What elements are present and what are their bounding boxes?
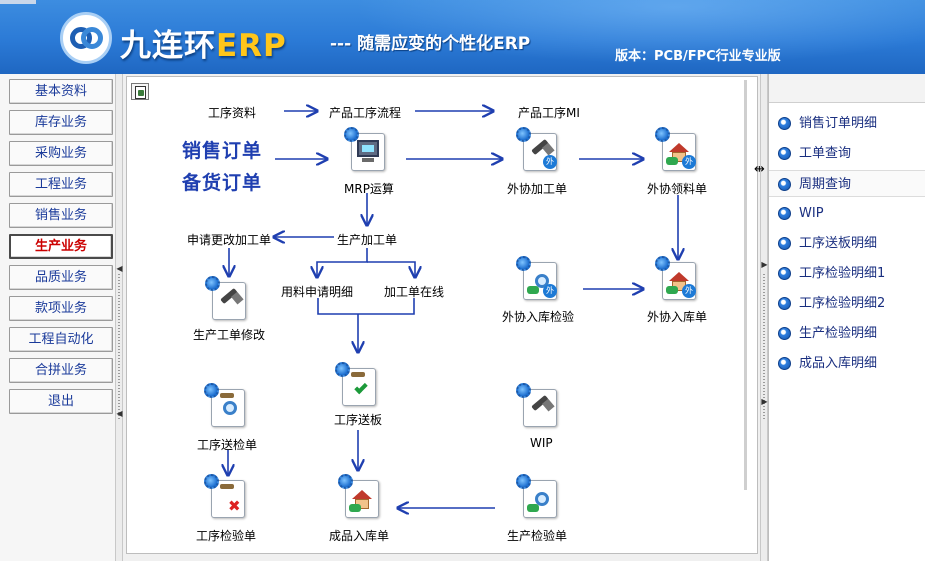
label-stock-order[interactable]: 备货订单 [182, 172, 263, 194]
report-label: 工序送板明细 [799, 236, 878, 251]
process-delivery-icon[interactable] [335, 362, 378, 408]
nav-engineering-automation[interactable]: 工程自动化 [9, 327, 113, 352]
left-splitter[interactable]: ◀ ◀ [115, 74, 123, 561]
report-label: 周期查询 [799, 177, 852, 192]
label-product-process-mi[interactable]: 产品工序MI [518, 106, 580, 120]
report-label: 工序检验明细1 [799, 266, 886, 281]
label-outsourced-warehousing[interactable]: 外协入库单 [647, 310, 708, 324]
slogan: --- 随需应变的个性化ERP [330, 34, 531, 54]
label-production-inspection[interactable]: 生产检验单 [507, 529, 568, 543]
label-process-delivery[interactable]: 工序送板 [334, 413, 383, 427]
label-outsourced-work[interactable]: 外协加工单 [507, 182, 568, 196]
header-banner: 九连环ERP --- 随需应变的个性化ERP 版本：PCB/FPC行业专业版 [0, 0, 925, 74]
label-process-data[interactable]: 工序资料 [208, 106, 257, 120]
banner-corner [0, 0, 36, 4]
production-inspection-icon[interactable] [516, 474, 559, 520]
bullet-icon [778, 357, 791, 370]
label-production-order-edit[interactable]: 生产工单修改 [193, 328, 266, 342]
process-inspection-send-icon[interactable] [204, 383, 247, 429]
report-label: 生产检验明细 [799, 326, 878, 341]
bullet-icon [778, 267, 791, 280]
label-outsourced-material[interactable]: 外协领料单 [647, 182, 708, 196]
nav-inventory[interactable]: 库存业务 [9, 110, 113, 135]
report-sales-order-detail[interactable]: 销售订单明细 [769, 110, 925, 137]
properties-icon[interactable] [131, 83, 149, 100]
label-production-order[interactable]: 生产加工单 [337, 233, 398, 247]
outsourced-inspection-icon[interactable]: 外 [516, 256, 559, 302]
collapse-left-icon[interactable]: ◀ [116, 264, 123, 273]
brand-name: 九连环ERP [120, 20, 287, 65]
bullet-icon [778, 207, 791, 220]
nav-exit[interactable]: 退出 [9, 389, 113, 414]
scroll-track[interactable] [744, 80, 747, 490]
vertical-scrollbar[interactable] [740, 80, 752, 490]
nav-panelization[interactable]: 合拼业务 [9, 358, 113, 383]
bullet-icon [778, 297, 791, 310]
report-cycle-query[interactable]: 周期查询 [769, 170, 925, 197]
wip-icon[interactable] [516, 383, 559, 429]
collapse-right-icon-2[interactable]: ▶ [761, 397, 768, 406]
right-splitter[interactable]: ▶ ▶ [760, 74, 768, 561]
report-label: 工单查询 [799, 146, 852, 161]
outsourced-material-icon[interactable]: 外 [655, 127, 698, 173]
collapse-right-icon[interactable]: ▶ [761, 260, 768, 269]
label-product-process-flow[interactable]: 产品工序流程 [329, 106, 402, 120]
nav-payments[interactable]: 款项业务 [9, 296, 113, 321]
bullet-icon [778, 147, 791, 160]
nav-production[interactable]: 生产业务 [9, 234, 113, 259]
outsourced-warehousing-icon[interactable]: 外 [655, 256, 698, 302]
report-label: WIP [799, 206, 824, 221]
nav-engineering[interactable]: 工程业务 [9, 172, 113, 197]
brand-name-erp: ERP [216, 28, 287, 64]
mrp-icon[interactable] [344, 127, 387, 173]
report-finished-warehousing-detail[interactable]: 成品入库明细 [769, 350, 925, 377]
nav-sales[interactable]: 销售业务 [9, 203, 113, 228]
nav-basic-data[interactable]: 基本资料 [9, 79, 113, 104]
version-label: 版本：PCB/FPC行业专业版 [615, 49, 781, 64]
label-outsourced-inspection[interactable]: 外协入库检验 [502, 310, 575, 324]
brand-name-cn: 九连环 [120, 28, 216, 64]
label-change-request[interactable]: 申请更改加工单 [187, 233, 272, 247]
label-process-inspection[interactable]: 工序检验单 [196, 529, 257, 543]
label-order-online[interactable]: 加工单在线 [384, 285, 445, 299]
label-finished-warehousing[interactable]: 成品入库单 [329, 529, 390, 543]
report-order-query[interactable]: 工单查询 [769, 140, 925, 167]
bullet-icon [778, 117, 791, 130]
outsourced-work-icon[interactable]: 外 [516, 127, 559, 173]
bullet-icon [778, 327, 791, 340]
report-process-inspection-detail-2[interactable]: 工序检验明细2 [769, 290, 925, 317]
brand-logo-icon [60, 12, 112, 64]
report-label: 工序检验明细2 [799, 296, 886, 311]
bullet-icon [778, 178, 791, 191]
nav-purchasing[interactable]: 采购业务 [9, 141, 113, 166]
finished-warehousing-icon[interactable] [338, 474, 381, 520]
nav-quality[interactable]: 品质业务 [9, 265, 113, 290]
right-panel: 销售订单明细 工单查询 周期查询 WIP 工序送板明细 工序检验明细1 工序检验… [768, 74, 925, 561]
right-splitter-grip [763, 274, 765, 419]
label-process-inspection-send[interactable]: 工序送检单 [197, 438, 258, 452]
right-panel-header [769, 74, 925, 103]
collapse-left-icon-2[interactable]: ◀ [116, 409, 123, 418]
label-mrp[interactable]: MRP运算 [344, 182, 394, 196]
report-process-inspection-detail-1[interactable]: 工序检验明细1 [769, 260, 925, 287]
report-label: 成品入库明细 [799, 356, 878, 371]
report-production-inspection-detail[interactable]: 生产检验明细 [769, 320, 925, 347]
process-inspection-icon[interactable]: ✖ [204, 474, 247, 520]
report-wip[interactable]: WIP [769, 200, 925, 227]
label-sales-order[interactable]: 销售订单 [182, 140, 263, 162]
label-material-request-detail[interactable]: 用料申请明细 [281, 285, 354, 299]
label-wip[interactable]: WIP [530, 436, 553, 450]
report-label: 销售订单明细 [799, 116, 878, 131]
production-order-edit-icon[interactable] [205, 276, 248, 322]
report-process-delivery-detail[interactable]: 工序送板明细 [769, 230, 925, 257]
left-nav: 基本资料 库存业务 采购业务 工程业务 销售业务 生产业务 品质业务 款项业务 … [0, 74, 116, 561]
column-resize-icon[interactable]: ⇹ [754, 162, 765, 177]
bullet-icon [778, 237, 791, 250]
splitter-grip [118, 274, 120, 419]
banner-swoosh [300, 0, 925, 74]
